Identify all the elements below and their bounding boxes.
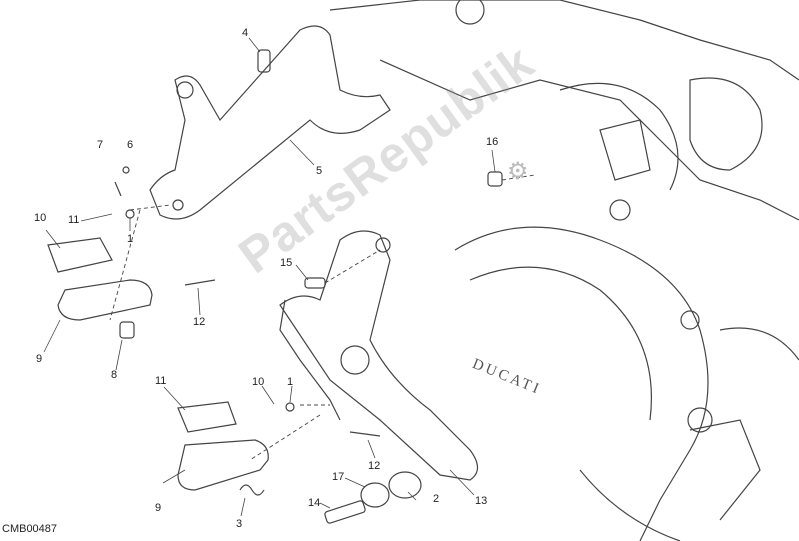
spring-2 — [388, 471, 422, 499]
callout-8[interactable]: 3 — [236, 518, 243, 530]
callout-7[interactable]: 8 — [111, 369, 118, 381]
drawing-code: CMB00487 — [2, 523, 58, 535]
pin-12-upper — [184, 279, 216, 286]
callout-17[interactable]: 17 — [332, 471, 345, 483]
callout-9-lower[interactable]: 9 — [155, 502, 162, 514]
spring-8 — [239, 484, 265, 496]
callout-10-lower[interactable]: 11 — [155, 375, 167, 387]
lower-peg-rubber — [177, 401, 237, 433]
spacer-16 — [487, 171, 503, 187]
bolt-3 — [257, 49, 271, 73]
lower-footpeg — [177, 439, 269, 491]
pin-12-lower — [349, 431, 381, 437]
front-hanger-bracket — [279, 230, 479, 481]
upper-peg-rubber — [47, 237, 113, 273]
callout-12-lower[interactable]: 12 — [368, 460, 381, 472]
rear-hanger-bracket — [149, 25, 391, 220]
gear-icon: ⚙ — [507, 158, 529, 185]
ball-5 — [122, 166, 130, 174]
callout-4[interactable]: 5 — [316, 165, 323, 177]
bushing-7 — [119, 321, 135, 339]
callout-12-upper[interactable]: 12 — [193, 316, 206, 328]
engine-vents — [599, 119, 651, 181]
clip-17 — [360, 482, 390, 508]
bolt-14 — [324, 500, 366, 524]
callout-9-upper[interactable]: 9 — [36, 353, 43, 365]
frame-outline — [329, 0, 799, 81]
callout-14[interactable]: 14 — [308, 497, 321, 509]
callout-1-lower[interactable]: 1 — [287, 376, 294, 388]
callout-5[interactable]: 6 — [127, 139, 134, 151]
callout-3[interactable]: 4 — [242, 27, 249, 39]
callout-16[interactable]: 16 — [486, 136, 499, 148]
callout-1-upper[interactable]: 1 — [127, 233, 134, 245]
callout-2[interactable]: 2 — [433, 493, 440, 505]
callout-11-upper[interactable]: 11 — [68, 214, 80, 226]
callout-10-upper[interactable]: 10 — [34, 212, 47, 224]
callout-6[interactable]: 7 — [97, 139, 104, 151]
upper-footpeg — [57, 279, 153, 321]
callout-13[interactable]: 13 — [475, 495, 488, 507]
callout-11-lower[interactable]: 10 — [252, 376, 265, 388]
callout-15[interactable]: 15 — [280, 257, 293, 269]
spring-6 — [114, 181, 122, 197]
